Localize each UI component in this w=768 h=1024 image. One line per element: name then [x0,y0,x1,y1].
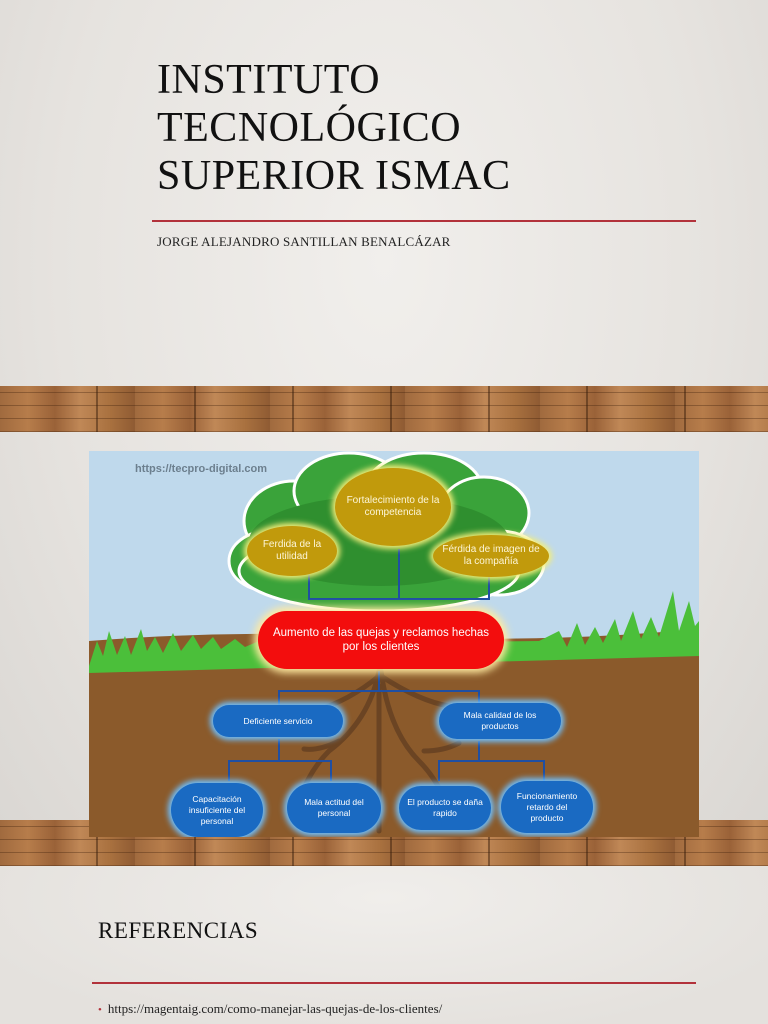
effect-right-node: Férdida de imagen de la compañía [433,535,549,577]
cause-left-node: Deficiente servicio [213,705,343,737]
slide-title: INSTITUTO TECNOLÓGICO SUPERIOR ISMAC [157,57,511,199]
subcause-node: Mala actitud del personal [287,783,381,833]
cause-right-node: Mala calidad de los productos [439,703,561,739]
subcause-node: Funcionamiento retardo del producto [501,781,593,833]
subcause-node: Capacitación insuficiente del personal [171,783,263,837]
title-slide: INSTITUTO TECNOLÓGICO SUPERIOR ISMAC JOR… [0,0,768,866]
bullet-icon: • [98,1004,102,1016]
wood-floor-band-top [0,386,768,432]
title-divider [152,220,696,222]
problem-tree-diagram: https://tecpro-digital.com Fortalecimien… [89,451,699,837]
effect-left-node: Ferdida de la utilidad [247,526,337,576]
reference-link[interactable]: https://magentaig.com/como-manejar-las-q… [107,1001,443,1016]
references-divider [92,982,696,984]
reference-item[interactable]: • https://magentaig.com/como-manejar-las-… [98,1001,442,1017]
author-name: JORGE ALEJANDRO SANTILLAN BENALCÁZAR [157,234,451,249]
references-heading: REFERENCIAS [98,918,259,943]
effect-top-node: Fortalecimiento de la competencia [335,468,451,546]
subcause-node: El producto se daña rapido [399,786,491,830]
references-slide: REFERENCIAS • https://magentaig.com/como-… [0,866,768,1024]
diagram-watermark: https://tecpro-digital.com [135,463,267,475]
central-problem-node: Aumento de las quejas y reclamos hechas … [258,611,504,669]
